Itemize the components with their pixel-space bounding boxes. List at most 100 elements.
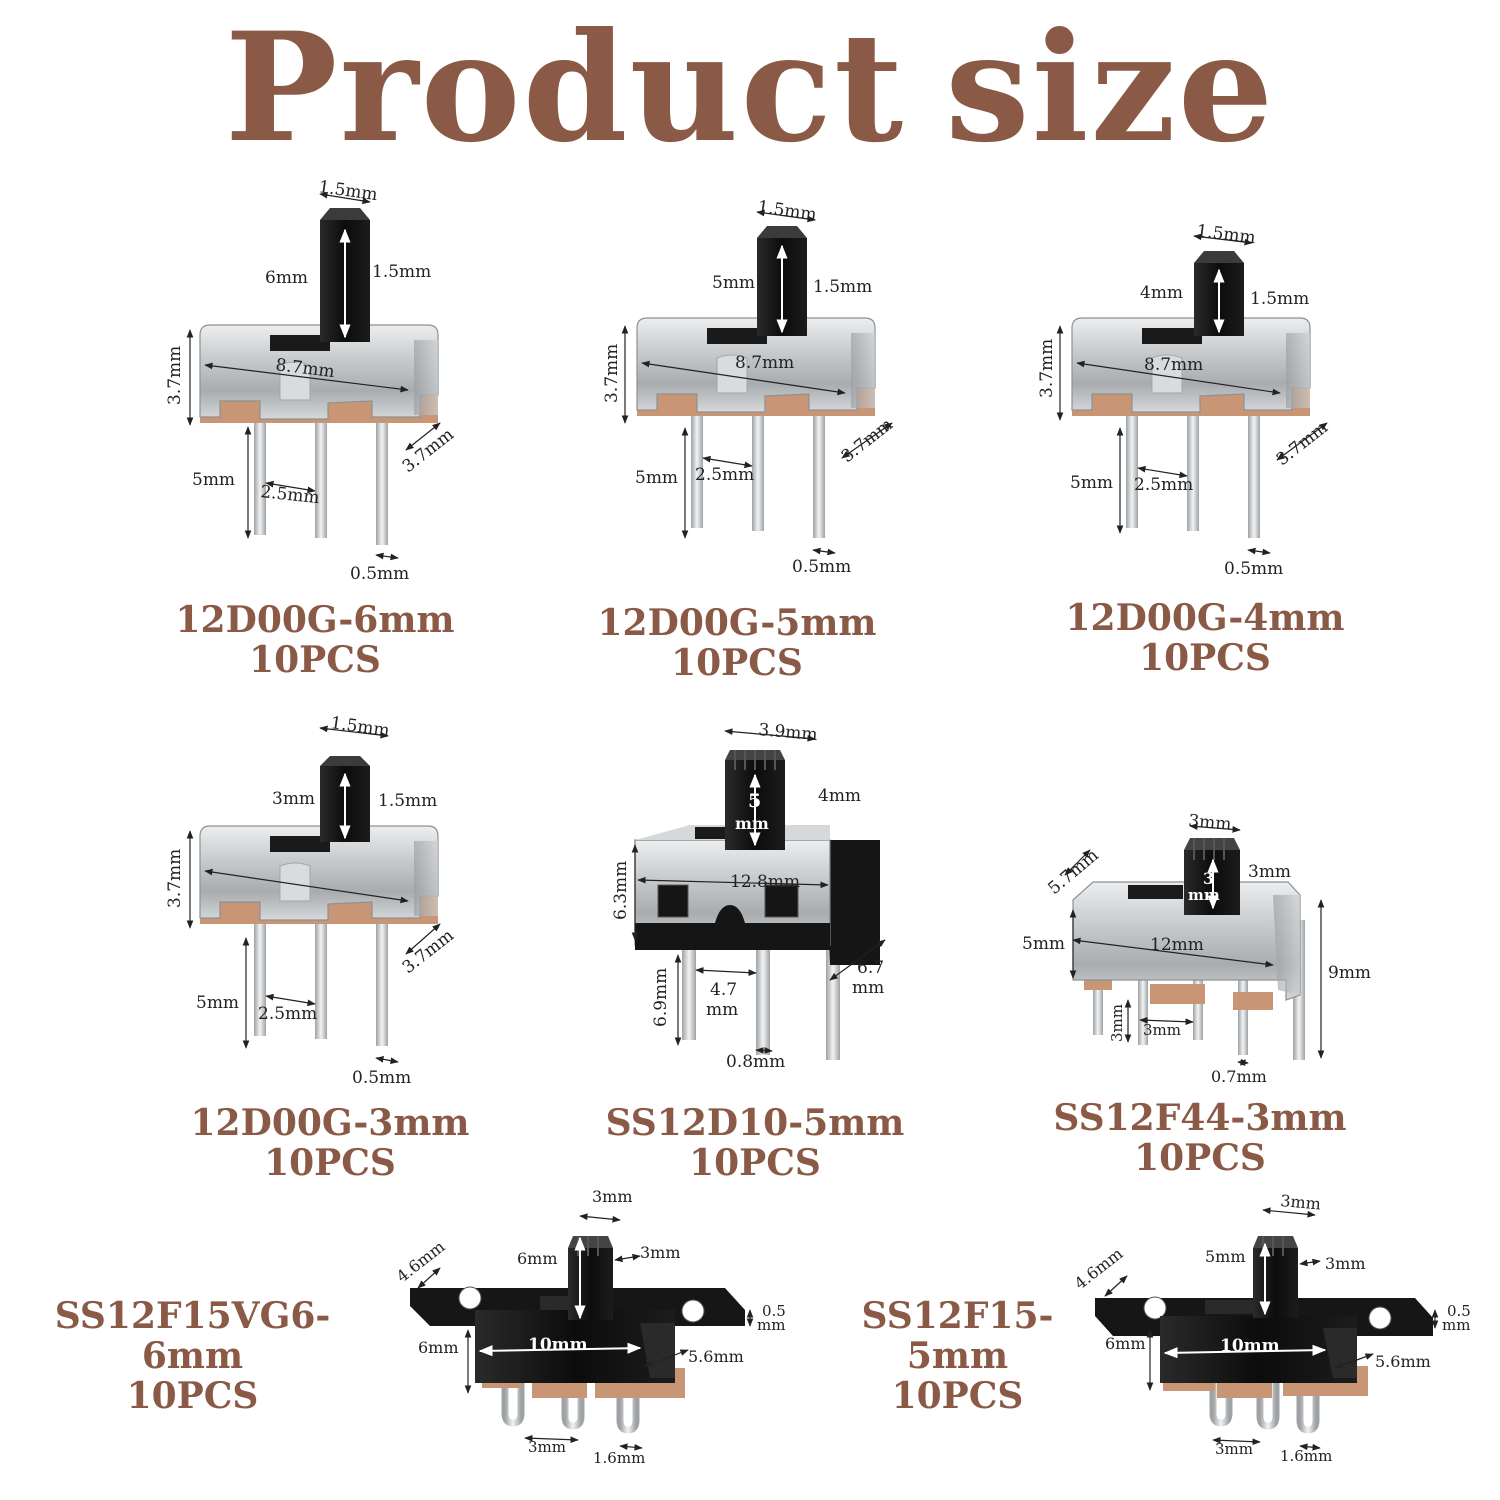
dim-flange-width: 4.6mm <box>1071 1244 1127 1293</box>
dim-actuator-width: 3mm <box>1280 1191 1322 1213</box>
dim-actuator-width: 1.5mm <box>1195 221 1256 248</box>
dim-pin-pitch: 2.5mm <box>695 465 754 485</box>
dim-pin-pitch-value: 4.7 <box>710 980 737 1000</box>
dim-actuator-width: 1.5mm <box>756 197 817 225</box>
caption-12d00g-6: 12D00G-6mm 10PCS <box>165 600 465 680</box>
dim-body-depth-value: 6.7 <box>857 958 884 978</box>
dim-pin-width: 0.7mm <box>1211 1067 1267 1086</box>
model-name: SS12D10-5mm <box>605 1102 905 1144</box>
dim-pin-length: 5mm <box>635 468 678 488</box>
dim-actuator-width: 1.5mm <box>317 177 378 205</box>
dim-pin-length: 6.9mm <box>651 968 671 1027</box>
dim-pin-pitch: 3mm <box>1143 1021 1181 1039</box>
dim-pin-pitch: 2.5mm <box>1134 475 1193 495</box>
dim-pin-width: 0.8mm <box>726 1052 785 1072</box>
dim-pin-width: 0.5mm <box>792 557 851 577</box>
page-title-word-1: Product <box>224 0 906 176</box>
dim-flange-thickness-unit: mm <box>1442 1316 1470 1334</box>
dim-body-length: 10mm <box>1220 1336 1280 1356</box>
dim-pin-pitch-unit: mm <box>706 1000 738 1020</box>
dim-actuator-depth: 1.5mm <box>1250 289 1309 309</box>
caption-ss12d10-5: SS12D10-5mm 10PCS <box>590 1103 920 1183</box>
dim-actuator-height-value: 5 <box>748 790 761 812</box>
model-name: SS12F15VG6-6mm <box>54 1295 331 1377</box>
dim-actuator-height: 5mm <box>712 273 755 293</box>
dim-total-height: 9mm <box>1328 963 1371 983</box>
dim-body-depth-unit: mm <box>852 978 884 998</box>
dim-body-depth: 3.7mm <box>838 415 897 467</box>
switch-ss12f15-5: 3mm 5mm 3mm 4.6mm 0.5 mm 6mm 10mm 5.6mm … <box>1071 1191 1471 1465</box>
model-name: 12D00G-4mm <box>1065 597 1345 639</box>
switch-12d00g-4: 1.5mm 4mm 1.5mm 8.7mm 3.7mm 3.7mm 5mm 2.… <box>1037 221 1332 579</box>
dim-pin-pitch: 3mm <box>528 1438 566 1456</box>
pack-quantity: 10PCS <box>126 1375 259 1417</box>
dim-body-depth: 3.7mm <box>1273 418 1332 470</box>
switch-ss12d10-5: 3.9mm 5 mm 4mm 12.8mm 6.3mm 6.7 mm 6.9mm… <box>611 720 886 1072</box>
pack-quantity: 10PCS <box>689 1142 821 1184</box>
dim-actuator-height: 3mm <box>272 789 315 809</box>
dim-body-height: 5mm <box>1022 934 1065 954</box>
dim-flange-thickness-value: 0.5 <box>762 1302 786 1320</box>
caption-ss12f44-3: SS12F44-3mm 10PCS <box>1040 1098 1360 1178</box>
caption-12d00g-3: 12D00G-3mm 10PCS <box>180 1103 480 1183</box>
dim-body-height: 3.7mm <box>165 346 185 405</box>
dim-actuator-depth: 3mm <box>1325 1254 1366 1273</box>
dim-actuator-depth: 1.5mm <box>813 277 872 297</box>
dim-pin-width: 1.6mm <box>593 1449 645 1467</box>
dim-body-length: 12.8mm <box>730 872 800 892</box>
switch-12d00g-5: 1.5mm 5mm 1.5mm 8.7mm 3.7mm 3.7mm 5mm 2.… <box>602 197 897 577</box>
dim-body-height: 3.7mm <box>1037 339 1057 398</box>
dim-actuator-width: 1.5mm <box>329 713 390 741</box>
dim-pin-pitch: 2.5mm <box>259 482 320 508</box>
dim-body-length: 8.7mm <box>1144 355 1203 375</box>
dim-body-depth: 5.6mm <box>1375 1352 1431 1371</box>
dim-body-length: 10mm <box>528 1335 588 1355</box>
dim-body-height: 6mm <box>418 1338 459 1357</box>
actuator <box>1253 1248 1298 1318</box>
dim-pin-length: 5mm <box>192 470 235 490</box>
switch-ss12f15vg6-6: 3mm 6mm 3mm 4.6mm 0.5 mm 6mm 10mm 5.6mm … <box>393 1187 786 1467</box>
model-name: 12D00G-3mm <box>190 1102 470 1144</box>
switch-12d00g-6: 1.5mm 6mm 1.5mm 8.7mm 3.7mm 3.7mm 5mm 2.… <box>165 177 458 584</box>
dim-pin-width: 1.6mm <box>1280 1447 1332 1465</box>
dim-actuator-height-unit: mm <box>735 814 769 833</box>
dim-actuator-depth: 3mm <box>1248 862 1291 882</box>
dim-body-height: 3.7mm <box>165 849 185 908</box>
model-name: SS12F15-5mm <box>861 1295 1054 1377</box>
model-name: 12D00G-6mm <box>175 599 455 641</box>
dim-body-height: 6mm <box>1105 1334 1146 1353</box>
actuator <box>568 1248 613 1320</box>
dim-body-height: 3.7mm <box>602 344 622 403</box>
dim-actuator-width: 3mm <box>1188 811 1233 835</box>
dim-pin-length: 5mm <box>196 993 239 1013</box>
dim-pin-pitch: 2.5mm <box>258 1004 317 1024</box>
dim-actuator-height-unit: mm <box>1188 886 1220 904</box>
dim-actuator-depth: 1.5mm <box>372 262 431 282</box>
dim-actuator-height: 5mm <box>1205 1247 1246 1266</box>
dim-pin-width: 0.5mm <box>352 1068 411 1088</box>
dim-actuator-width: 3.9mm <box>758 720 819 745</box>
page-title-word-2: size <box>945 0 1276 176</box>
dim-pin-width: 0.5mm <box>1224 559 1283 579</box>
pack-quantity: 10PCS <box>264 1142 396 1184</box>
dim-actuator-depth: 1.5mm <box>378 791 437 811</box>
caption-ss12f15vg6-6: SS12F15VG6-6mm 10PCS <box>10 1296 375 1416</box>
caption-12d00g-5: 12D00G-5mm 10PCS <box>587 603 887 683</box>
pack-quantity: 10PCS <box>671 642 803 684</box>
pack-quantity: 10PCS <box>249 639 381 681</box>
dim-actuator-depth: 3mm <box>640 1243 681 1262</box>
dim-pin-length: 3mm <box>1108 1004 1126 1042</box>
dim-flange-thickness-value: 0.5 <box>1447 1302 1471 1320</box>
pack-quantity: 10PCS <box>1134 1137 1266 1179</box>
pack-quantity: 10PCS <box>891 1375 1024 1417</box>
dim-body-length: 8.7mm <box>735 353 794 373</box>
dim-actuator-height: 6mm <box>517 1249 558 1268</box>
switch-12d00g-3: 1.5mm 3mm 1.5mm 3.7mm 3.7mm 5mm 2.5mm 0.… <box>165 713 458 1088</box>
dim-flange-thickness-unit: mm <box>757 1316 785 1334</box>
switch-ss12f44-3: 3mm 3 mm 3mm 5.7mm 5mm 12mm 9mm 3mm 3mm … <box>1022 811 1371 1086</box>
model-name: SS12F44-3mm <box>1053 1097 1347 1139</box>
dim-pin-width: 0.5mm <box>350 564 409 584</box>
